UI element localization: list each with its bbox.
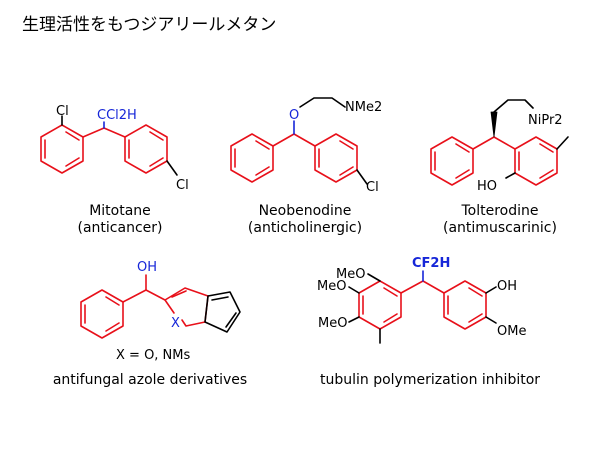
page-title: 生理活性をもつジアリールメタン [22, 15, 277, 35]
tolterodine-hydroxy-label: HO [477, 179, 497, 194]
mitotane-structure [40, 115, 178, 176]
mitotane-name: Mitotane [89, 203, 151, 219]
neobenodine-para-cl-label: Cl [366, 180, 379, 195]
tolterodine-left-ring [430, 136, 516, 186]
neobenodine-caption: Neobenodine (anticholinergic) [225, 203, 385, 237]
neobenodine-left-ring [230, 133, 316, 183]
tolterodine-structure [430, 99, 569, 186]
mitotane-caption: Mitotane (anticancer) [45, 203, 195, 237]
neobenodine-amine-label: NMe2 [345, 100, 382, 115]
tubulin-methoxy-label-4: OMe [497, 324, 526, 339]
mitotane-ortho-cl-label: Cl [56, 104, 69, 119]
tubulin-bridge-group-label: CF2H [412, 256, 450, 271]
tubulin-methoxy-label-2: MeO [317, 279, 346, 294]
tubulin-methoxy-label-1: MeO [336, 267, 365, 282]
tolterodine-amine-label: NiPr2 [528, 113, 563, 128]
azole-substituent-note: X = O, NMs [116, 348, 191, 363]
tolterodine-activity: (antimuscarinic) [443, 220, 557, 236]
azole-phenyl-ring [80, 289, 166, 339]
azole-ring-atom-label: X [171, 316, 180, 331]
tubulin-caption: tubulin polymerization inhibitor [300, 372, 560, 389]
mitotane-para-cl-label: Cl [176, 178, 189, 193]
tubulin-structure [348, 270, 497, 344]
tolterodine-caption: Tolterodine (antimuscarinic) [425, 203, 575, 237]
mitotane-left-ring [40, 124, 126, 174]
tolterodine-right-ring [514, 136, 558, 186]
azole-benzo-ring [204, 291, 241, 333]
tubulin-right-ring [443, 280, 487, 330]
azole-name: antifungal azole derivatives [52, 372, 248, 388]
tubulin-name: tubulin polymerization inhibitor [319, 372, 541, 388]
azole-hydroxy-label: OH [137, 260, 157, 275]
neobenodine-structure [230, 97, 368, 185]
tubulin-methoxy-label-3: MeO [318, 316, 347, 331]
azole-structure [80, 274, 241, 339]
tubulin-hydroxy-label: OH [497, 279, 517, 294]
azole-caption: antifungal azole derivatives [40, 372, 260, 389]
neobenodine-name: Neobenodine [258, 203, 352, 219]
neobenodine-ether-o-label: O [289, 108, 299, 123]
neobenodine-activity: (anticholinergic) [247, 220, 363, 236]
mitotane-bridge-group-label: CCl2H [97, 108, 137, 123]
mitotane-right-ring [124, 124, 168, 174]
mitotane-activity: (anticancer) [77, 220, 163, 236]
neobenodine-right-ring [314, 133, 358, 183]
tolterodine-name: Tolterodine [461, 203, 539, 219]
tubulin-left-ring [358, 280, 445, 330]
